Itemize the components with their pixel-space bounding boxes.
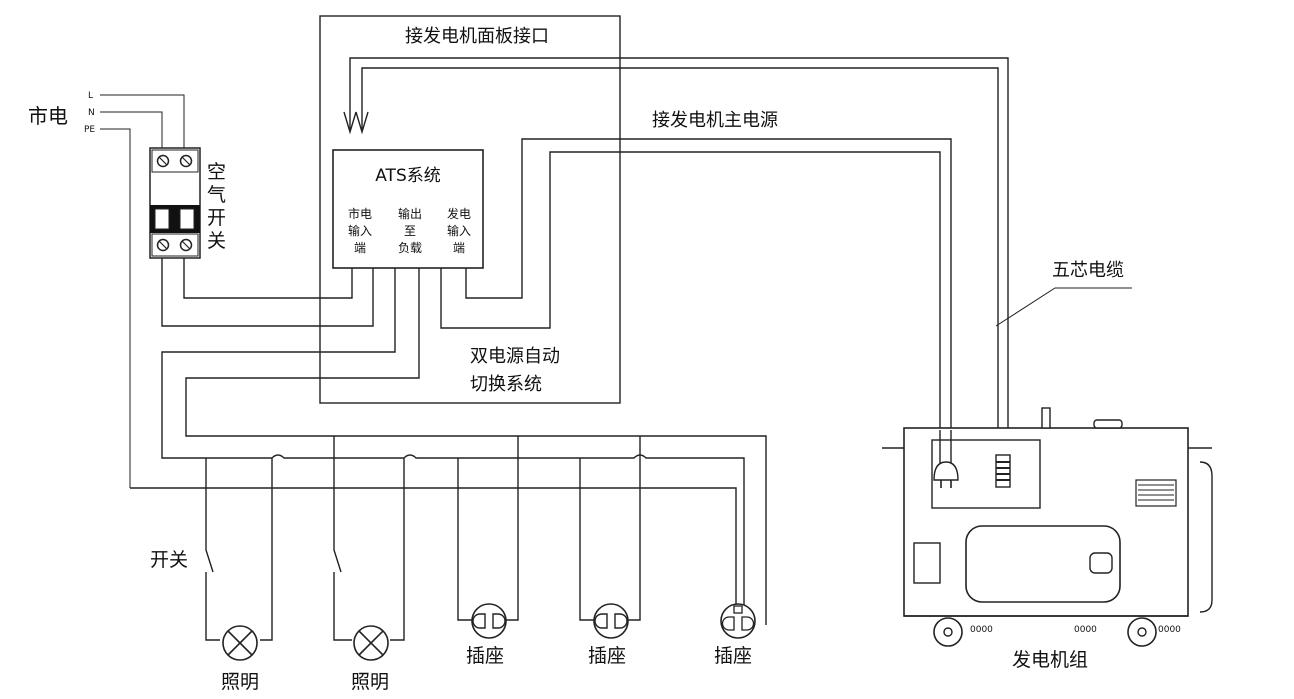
five-core-cable-callout: 五芯电缆 <box>995 260 1132 327</box>
switch-label: 开关 <box>150 549 188 571</box>
lamp-label-2: 照明 <box>351 671 389 693</box>
ats-controller-box <box>332 149 484 269</box>
neutral-bus <box>271 454 745 625</box>
ats-port-mains-3: 端 <box>354 241 366 255</box>
breaker-lever <box>179 208 195 230</box>
vent-grille-icon <box>1135 479 1177 507</box>
socket-circuit-1: 插座 <box>457 436 519 667</box>
fuel-gauge-icon <box>1089 552 1113 574</box>
mains-line-n <box>100 111 163 150</box>
panel-cable-outer <box>349 57 1009 430</box>
gen-power-outer <box>465 138 952 430</box>
mains-line-l <box>100 94 185 150</box>
pe-bus <box>130 487 737 610</box>
gen-power-inner <box>440 151 941 430</box>
fuel-cap-icon <box>1093 419 1123 429</box>
socket-circuit-2: 插座 <box>579 436 641 667</box>
engine-cover <box>965 525 1121 603</box>
side-door <box>913 542 941 584</box>
mains-to-ats-l <box>183 258 353 299</box>
ats-enclosure: 接发电机面板接口 双电源自动 切换系统 <box>319 15 621 404</box>
breaker-label-3: 开 <box>207 207 226 229</box>
exhaust-icon <box>1041 407 1051 429</box>
lighting-circuit-2: 照明 <box>333 436 405 693</box>
ats-controller: ATS系统 市电 输入 端 输出 至 负载 发电 输入 端 <box>332 149 484 269</box>
main-power-label: 接发电机主电源 <box>652 110 778 131</box>
breaker-label-2: 气 <box>207 184 226 206</box>
output-bus-n <box>161 268 396 459</box>
socket-circuit-3: 插座 <box>714 603 756 667</box>
ats-port-output-3: 负载 <box>398 241 422 255</box>
lamp-label-1: 照明 <box>221 671 259 693</box>
breaker-lever <box>154 208 170 230</box>
cable-leader-line <box>995 287 1132 327</box>
breaker-label-4: 关 <box>207 230 226 252</box>
socket-2pin-icon <box>471 603 507 639</box>
lamp2-return <box>390 458 405 641</box>
generator-label: 发电机组 <box>1012 649 1088 671</box>
mains-to-ats-n <box>161 258 374 327</box>
ats-port-gen-1: 发电 <box>447 206 471 221</box>
mains-supply: 市电 L N PE <box>28 91 185 488</box>
switch-2 <box>333 436 352 641</box>
mains-line-l-label: L <box>88 91 93 101</box>
socket-label-1: 插座 <box>466 645 504 667</box>
mains-line-pe <box>100 128 131 488</box>
socket-label-3: 插座 <box>714 645 752 667</box>
svg-text:0000: 0000 <box>1074 625 1097 635</box>
lamp1-return <box>260 458 273 641</box>
socket-label-2: 插座 <box>588 645 626 667</box>
generator-set: 0000 0000 0000 发电机组 <box>882 407 1213 671</box>
handle-icon <box>1199 461 1213 613</box>
ats-port-gen-3: 端 <box>453 241 465 255</box>
panel-connector-icon <box>995 454 1011 488</box>
panel-arrow-icon <box>355 111 369 135</box>
mains-line-n-label: N <box>88 108 95 118</box>
ats-port-mains-2: 输入 <box>348 223 372 238</box>
svg-text:0000: 0000 <box>1158 625 1181 635</box>
ats-port-output-1: 输出 <box>398 206 422 221</box>
ats-enclosure-frame <box>319 15 621 404</box>
svg-text:0000: 0000 <box>970 625 993 635</box>
ats-port-output-2: 至 <box>404 224 416 238</box>
mains-line-pe-label: PE <box>84 125 95 135</box>
breaker-label-1: 空 <box>207 161 226 183</box>
socket-2pin-icon <box>593 603 629 639</box>
lighting-circuit-1: 照明 <box>205 458 273 693</box>
main-power-cable: 接发电机主电源 <box>440 110 952 430</box>
output-bus-l <box>185 268 767 625</box>
panel-arrow-icon <box>343 111 357 135</box>
panel-cable-inner <box>361 67 999 430</box>
mains-label: 市电 <box>28 104 68 128</box>
panel-interface-cable <box>343 57 1009 430</box>
ats-port-mains-1: 市电 <box>348 206 372 221</box>
ats-port-gen-2: 输入 <box>447 223 471 238</box>
five-core-cable-label: 五芯电缆 <box>1052 260 1124 281</box>
ats-system-label-line2: 切换系统 <box>470 374 542 395</box>
panel-interface-label: 接发电机面板接口 <box>405 26 549 47</box>
air-breaker: 空 气 开 关 <box>149 147 226 259</box>
ats-title: ATS系统 <box>375 166 441 186</box>
ats-system-label-line1: 双电源自动 <box>470 346 560 367</box>
switch-1 <box>205 458 220 641</box>
main-power-plug-icon <box>933 461 959 481</box>
